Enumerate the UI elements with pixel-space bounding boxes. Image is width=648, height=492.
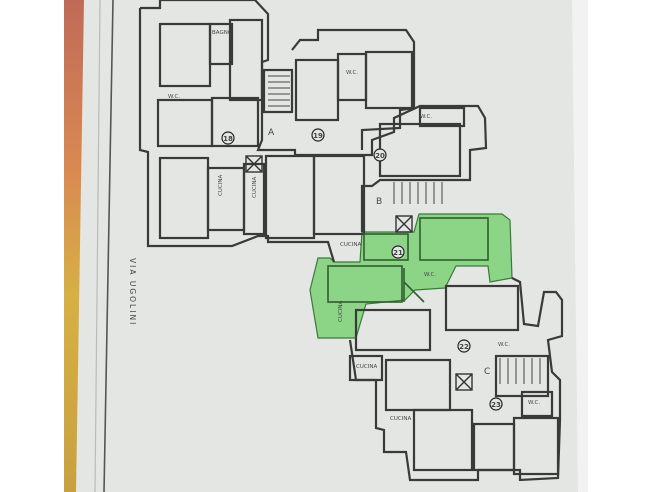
room-label-bagno: BAGNO bbox=[212, 30, 233, 36]
highlighted-unit-21 bbox=[309, 213, 513, 339]
building-walls bbox=[138, 0, 564, 482]
elevator-shafts bbox=[245, 155, 473, 391]
room-label-wc: W.C. bbox=[420, 114, 432, 120]
stair-label-c: C bbox=[484, 367, 490, 377]
unit-number-19: 19 bbox=[313, 132, 323, 140]
unit-number-circles bbox=[221, 128, 503, 411]
room-label-wc: W.C. bbox=[346, 70, 358, 76]
room-label-cucina: CUCINA bbox=[340, 242, 361, 248]
room-label-wc: W.C. bbox=[498, 342, 510, 348]
street-label: VIA UGOLINI bbox=[128, 258, 137, 326]
border-line bbox=[103, 0, 114, 492]
stair-label-a: A bbox=[268, 128, 275, 138]
room-label-cucina: CUCINA bbox=[390, 416, 411, 422]
unit-number-20: 20 bbox=[375, 152, 385, 160]
unit-number-22: 22 bbox=[459, 343, 469, 351]
room-label-cucina: CUCINA bbox=[356, 364, 377, 370]
room-label-wc: W.C. bbox=[424, 272, 436, 278]
unit-number-18: 18 bbox=[223, 135, 233, 143]
paper-margin-line bbox=[94, 0, 101, 492]
stair-hatching bbox=[268, 75, 541, 384]
unit-number-21: 21 bbox=[393, 249, 403, 257]
stair-label-b: B bbox=[376, 197, 382, 207]
room-label-cucina: CUCINA bbox=[338, 301, 344, 322]
room-label-wc: W.C. bbox=[168, 94, 180, 100]
room-label-wc: W.C. bbox=[528, 400, 540, 406]
unit-number-23: 23 bbox=[491, 401, 501, 409]
unit-21-walls bbox=[327, 217, 489, 303]
room-label-cucina: CUCINA bbox=[252, 177, 258, 198]
room-label-cucina: CUCINA bbox=[218, 175, 224, 196]
